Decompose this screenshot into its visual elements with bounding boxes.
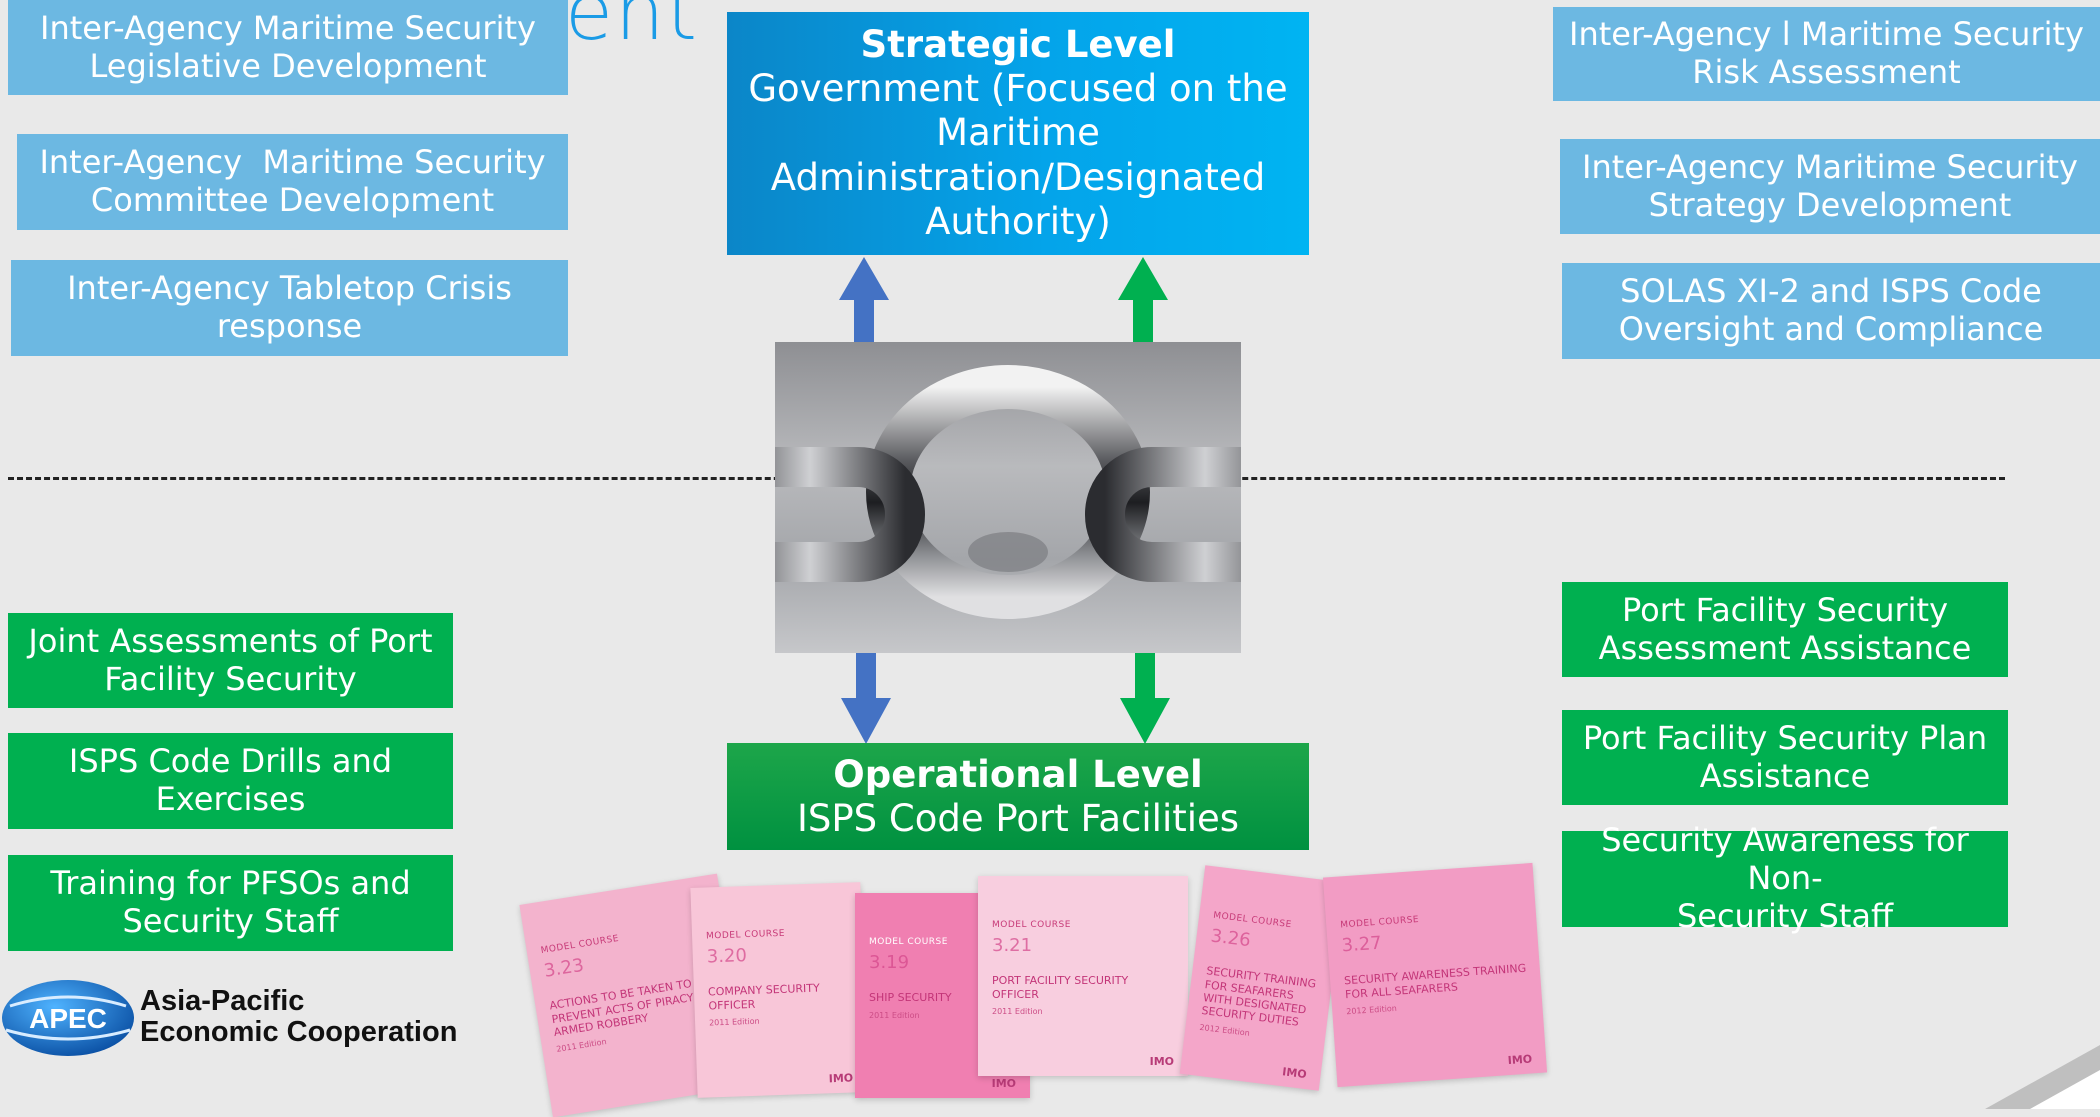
- box-line: Legislative Development: [89, 46, 487, 85]
- strategic-line: Maritime: [936, 111, 1100, 155]
- operational-heading: Operational Level: [833, 752, 1203, 796]
- box-line: Security Staff: [122, 902, 339, 940]
- box-risk-assessment: Inter-Agency l Maritime Security Risk As…: [1553, 7, 2100, 101]
- box-training-pfsos: Training for PFSOs and Security Staff: [8, 855, 453, 951]
- apec-line2: Economic Cooperation: [140, 1016, 458, 1048]
- box-line: Facility Security: [104, 659, 357, 698]
- box-tabletop-crisis: Inter-Agency Tabletop Crisis response: [11, 260, 568, 356]
- chain-link-icon: [775, 365, 1241, 619]
- operational-subheading: ISPS Code Port Facilities: [796, 796, 1240, 840]
- box-line: Joint Assessments of Port: [28, 621, 433, 660]
- box-line: Security Staff: [1676, 896, 1894, 935]
- box-line: Assessment Assistance: [1598, 628, 1972, 667]
- box-line: Security Awareness for Non-: [1601, 821, 1969, 898]
- apec-wordmark: Asia-Pacific Economic Cooperation: [140, 986, 457, 1048]
- box-strategy-development: Inter-Agency Maritime Security Strategy …: [1560, 139, 2100, 234]
- box-legislative-development: Inter-Agency Maritime Security Legislati…: [8, 0, 568, 95]
- apec-line1: Asia-Pacific: [140, 985, 305, 1017]
- box-line: Inter-Agency Tabletop Crisis: [67, 269, 512, 308]
- arrow-down-blue-icon: [841, 650, 891, 744]
- box-line: Risk Assessment: [1692, 53, 1961, 91]
- box-pfsa-assistance: Port Facility Security Assessment Assist…: [1562, 582, 2008, 677]
- box-line: Port Facility Security Plan: [1582, 718, 1988, 757]
- box-line: ISPS Code Drills and: [68, 742, 393, 781]
- box-committee-development: Inter-Agency Maritime Security Committee…: [17, 134, 568, 230]
- strategic-line: Authority): [925, 200, 1111, 244]
- book-cover-3-26: MODEL COURSE 3.26 Security training for …: [1179, 865, 1345, 1091]
- box-line: Assistance: [1699, 756, 1871, 795]
- box-line: Inter-Agency Maritime Security: [40, 8, 536, 47]
- box-line: Inter-Agency Maritime Security: [39, 143, 546, 182]
- box-line: SOLAS XI-2 and ISPS Code: [1620, 272, 2042, 311]
- arrow-up-blue-icon: [839, 257, 889, 345]
- box-line: Strategy Development: [1648, 185, 2012, 224]
- box-line: Training for PFSOs and: [50, 864, 411, 903]
- chain-link-image: [775, 342, 1241, 653]
- book-cover-3-27: MODEL COURSE 3.27 Security awareness tra…: [1322, 862, 1548, 1088]
- box-line: Port Facility Security: [1621, 590, 1948, 629]
- strategic-line: Government (Focused on the: [748, 66, 1288, 110]
- box-line: Inter-Agency l Maritime Security: [1569, 15, 2084, 54]
- box-line: Inter-Agency Maritime Security: [1582, 147, 2078, 186]
- apec-badge-text: APEC: [29, 1003, 107, 1034]
- box-line: Committee Development: [90, 181, 495, 219]
- slide-title-fragment: ent: [565, 0, 700, 58]
- book-cover-3-21: MODEL COURSE 3.21 Port facility security…: [978, 876, 1188, 1076]
- apec-globe-icon: APEC: [2, 980, 134, 1056]
- box-security-awareness: Security Awareness for Non- Security Sta…: [1562, 822, 2008, 935]
- corner-decoration: [1985, 1045, 2100, 1109]
- box-joint-assessments: Joint Assessments of Port Facility Secur…: [8, 613, 453, 708]
- book-cover-3-20: MODEL COURSE 3.20 Company security offic…: [690, 882, 868, 1098]
- arrow-down-green-icon: [1120, 650, 1170, 744]
- strategic-level-box: Strategic Level Government (Focused on t…: [727, 12, 1309, 255]
- box-solas-oversight: SOLAS XI-2 and ISPS Code Oversight and C…: [1562, 263, 2100, 359]
- box-drills-exercises: ISPS Code Drills and Exercises: [8, 733, 453, 829]
- box-pfsp-assistance: Port Facility Security Plan Assistance: [1562, 710, 2008, 805]
- box-line: Oversight and Compliance: [1618, 310, 2044, 348]
- box-line: response: [216, 307, 363, 345]
- arrow-up-green-icon: [1118, 257, 1168, 345]
- box-line: Exercises: [155, 780, 306, 818]
- strategic-line: Administration/Designated: [770, 155, 1266, 199]
- operational-level-box: Operational Level ISPS Code Port Facilit…: [727, 743, 1309, 850]
- strategic-heading: Strategic Level: [860, 22, 1176, 66]
